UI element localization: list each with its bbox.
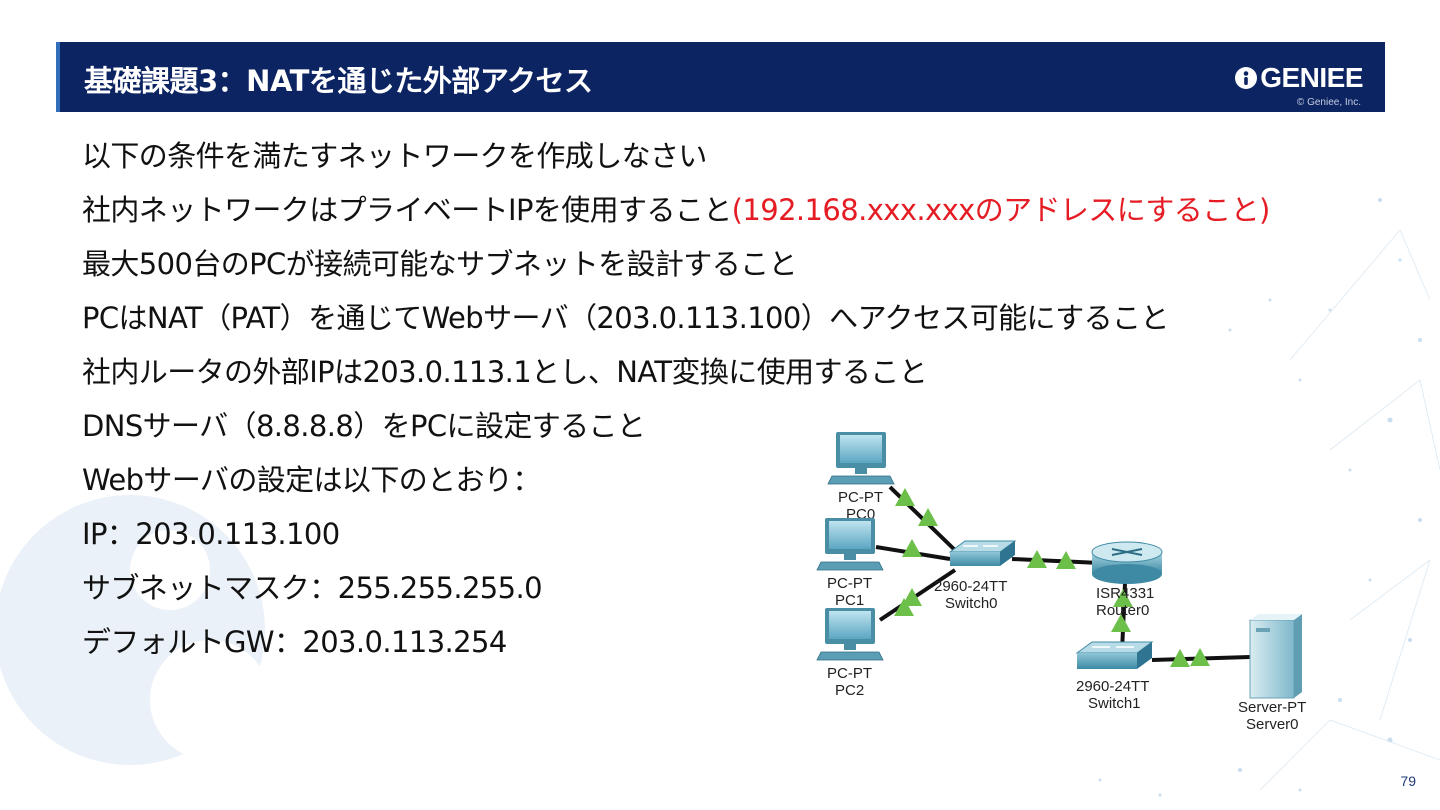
switch1-name-label: Switch1 xyxy=(1088,695,1141,712)
link-up-indicator xyxy=(902,588,922,606)
router0-type-label: ISR4331 xyxy=(1096,585,1154,602)
requirement-line: Webサーバの設定は以下のとおり： xyxy=(82,463,541,497)
requirement-line: 社内ルータの外部IPは203.0.113.1とし、NAT変換に使用すること xyxy=(82,355,928,389)
requirement-line: IP：203.0.113.100 xyxy=(82,517,340,551)
link-up-indicator xyxy=(1056,551,1076,569)
requirement-text: 社内ネットワークはプライベートIPを使用すること xyxy=(82,193,732,227)
requirements-list: 以下の条件を満たすネットワークを作成しなさい 社内ネットワークはプライベートIP… xyxy=(82,134,1270,674)
pc2-icon xyxy=(816,608,884,661)
switch0-icon xyxy=(948,540,1017,566)
switch1-type-label: 2960-24TT xyxy=(1076,678,1149,695)
requirement-line: サブネットマスク：255.255.255.0 xyxy=(82,571,543,605)
link-up-indicator xyxy=(1027,550,1047,568)
geniee-logo-icon xyxy=(1235,67,1258,89)
link-up-indicator xyxy=(1190,648,1210,666)
page-number: 79 xyxy=(1400,773,1416,789)
requirement-line: デフォルトGW：203.0.113.254 xyxy=(82,625,507,659)
server0-icon xyxy=(1249,614,1302,699)
pc1-type-label: PC-PT xyxy=(827,575,872,592)
slide-title: 基礎課題3：NATを通じた外部アクセス xyxy=(84,64,593,98)
link-pc2-switch0 xyxy=(878,568,957,622)
switch0-type-label: 2960-24TT xyxy=(934,578,1007,595)
requirement-line: 最大500台のPCが接続可能なサブネットを設計すること xyxy=(82,247,797,281)
requirement-line: DNSサーバ（8.8.8.8）をPCに設定すること xyxy=(82,409,646,443)
link-status-indicators xyxy=(894,488,1210,667)
link-up-indicator xyxy=(1170,649,1190,667)
pc0-type-label: PC-PT xyxy=(838,489,883,506)
geniee-logo: GENIEE xyxy=(1234,62,1363,94)
router0-name-label: Router0 xyxy=(1096,602,1149,619)
link-up-indicator xyxy=(918,508,938,526)
requirement-line: 以下の条件を満たすネットワークを作成しなさい xyxy=(82,139,707,173)
slide-header: 基礎課題3：NATを通じた外部アクセス GENIEE © Geniee, Inc… xyxy=(56,42,1385,112)
requirement-line: 社内ネットワークはプライベートIPを使用すること(192.168.xxx.xxx… xyxy=(82,188,1270,242)
pc1-icon xyxy=(816,518,884,571)
server0-type-label: Server-PT xyxy=(1238,699,1306,716)
link-up-indicator xyxy=(1111,614,1131,632)
copyright-text: © Geniee, Inc. xyxy=(1296,97,1361,108)
pc2-name-label: PC2 xyxy=(835,682,864,699)
requirement-line: PCはNAT（PAT）を通じてWebサーバ（203.0.113.100）へアクセ… xyxy=(82,301,1169,335)
pc2-type-label: PC-PT xyxy=(827,665,872,682)
pc1-name-label: PC1 xyxy=(835,592,864,609)
network-links xyxy=(875,485,1251,662)
link-up-indicator xyxy=(895,488,915,506)
switch0-name-label: Switch0 xyxy=(945,595,998,612)
requirement-note: (192.168.xxx.xxxのアドレスにすること) xyxy=(731,193,1271,227)
link-up-indicator xyxy=(902,539,922,557)
link-up-indicator xyxy=(1113,589,1133,607)
brand-name: GENIEE xyxy=(1260,62,1363,93)
link-switch0-router0 xyxy=(1011,557,1101,565)
pc0-icon xyxy=(827,432,895,485)
link-up-indicator xyxy=(894,598,914,616)
server0-name-label: Server0 xyxy=(1246,716,1299,733)
network-topology-diagram: PC-PT PC0 PC-PT PC1 PC-PT PC2 2960-24TT … xyxy=(816,432,1306,733)
switch1-icon xyxy=(1075,641,1154,669)
router0-icon xyxy=(1091,541,1163,584)
